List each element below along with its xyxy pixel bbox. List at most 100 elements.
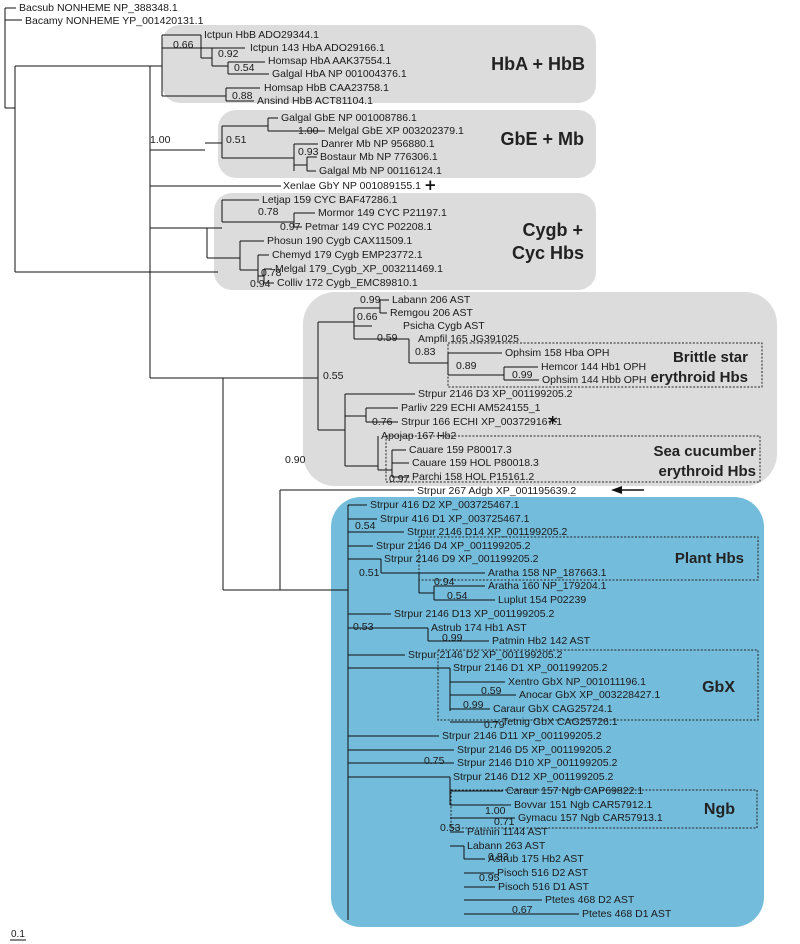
leaf-label: Patmin 1144 AST xyxy=(467,826,549,838)
leaf-label: Patmin Hb2 142 AST xyxy=(492,635,591,647)
group-labels: HbA + HbB GbE + Mb Cygb + Cyc Hbs Brittl… xyxy=(491,54,756,818)
leaf-label: Bostaur Mb NP 776306.1 xyxy=(320,151,438,163)
leaf-label: Homsap HbB CAA23758.1 xyxy=(264,82,389,94)
support-value: 0.94 xyxy=(250,278,271,290)
group-label-brittle-star: Brittle star xyxy=(673,349,748,366)
leaf-label: Galgal Mb NP 00116124.1 xyxy=(319,165,442,177)
leaf-label: Strpur 2146 D11 XP_001199205.2 xyxy=(442,730,602,742)
leaf-label: Parliv 229 ECHI AM524155_1 xyxy=(401,402,541,414)
blue-clade-box xyxy=(331,497,764,927)
gbx-box xyxy=(437,649,759,721)
leaf-label: Luplut 154 P02239 xyxy=(498,594,586,606)
support-value: 0.97 xyxy=(280,221,301,233)
support-value: 0.66 xyxy=(173,39,194,51)
leaf-label: Strpur 2146 D3 XP_001199205.2 xyxy=(418,388,573,400)
support-value: 1.00 xyxy=(298,125,319,137)
leaf-label: Pisoch 516 D2 AST xyxy=(497,867,589,879)
support-value: 0.97 xyxy=(389,473,410,485)
asterisk-marker: * xyxy=(548,413,558,434)
leaf-label: Petmar 149 CYC P02208.1 xyxy=(305,221,432,233)
leaf-label: Caraur GbX CAG25724.1 xyxy=(493,703,613,715)
leaf-label: Apojap 167 Hb2 xyxy=(381,430,456,442)
group-label-plant-hbs: Plant Hbs xyxy=(675,550,744,567)
group-label-sea-cucumber-2: erythroid Hbs xyxy=(658,463,756,480)
leaf-label: Chemyd 179 Cygb EMP23772.1 xyxy=(272,249,423,261)
leaf-label: Cauare 159 HOL P80018.3 xyxy=(412,457,539,469)
support-value: 0.51 xyxy=(226,134,247,146)
leaf-label: Hemcor 144 Hb1 OPH xyxy=(541,361,646,373)
leaf-label: Strpur 416 D2 XP_003725467.1 xyxy=(370,499,520,511)
leaf-label: Ansind HbB ACT81104.1 xyxy=(257,95,373,107)
leaf-labels: Bacsub NONHEME NP_388348.1 Bacamy NONHEM… xyxy=(19,2,672,920)
leaf-label: Strpur 2146 D5 XP_001199205.2 xyxy=(457,744,612,756)
leaf-label: Ictpun 143 HbA ADO29166.1 xyxy=(250,42,385,54)
leaf-label: Ampfil 165 JG391025 xyxy=(418,333,519,345)
leaf-label: Labann 263 AST xyxy=(467,840,546,852)
leaf-label: Xenlae GbY NP 001089155.1 xyxy=(283,180,421,192)
group-label-cyc-hbs: Cyc Hbs xyxy=(512,243,584,263)
group-label-hba-hbb: HbA + HbB xyxy=(491,54,585,74)
support-value: 0.93 xyxy=(298,146,319,158)
leaf-label: Strpur 166 ECHI XP_003729167.1 xyxy=(401,416,562,428)
leaf-label: Galgal GbE NP 001008786.1 xyxy=(281,112,417,124)
support-value: 0.55 xyxy=(323,370,344,382)
gbe-mb-box xyxy=(218,110,596,178)
support-value: 1.00 xyxy=(485,805,506,817)
leaf-label: Strpur 2146 D1 XP_001199205.2 xyxy=(453,662,608,674)
hba-hbb-box xyxy=(162,25,596,103)
sea-cucumber-box xyxy=(385,435,761,483)
leaf-label: Danrer Mb NP 956880.1 xyxy=(321,138,435,150)
group-label-ngb: Ngb xyxy=(704,801,735,818)
leaf-label: Anocar GbX XP_003228427.1 xyxy=(519,689,660,701)
leaf-label: Strpur 416 D1 XP_003725467.1 xyxy=(380,513,530,525)
support-value: 0.54 xyxy=(447,590,468,602)
support-value: 0.99 xyxy=(512,369,533,381)
leaf-label: Caraur 157 Ngb CAP69822.1 xyxy=(506,785,643,797)
support-value: 0.78 xyxy=(258,206,279,218)
support-value: 0.76 xyxy=(372,416,393,428)
leaf-label: Strpur 267 Adgb XP_001195639.2 xyxy=(417,485,576,497)
leaf-label: Strpur 2146 D12 XP_001199205.2 xyxy=(453,771,614,783)
arrow-left-icon xyxy=(611,486,644,494)
group-label-sea-cucumber: Sea cucumber xyxy=(653,443,756,460)
support-value: 0.59 xyxy=(481,685,502,697)
leaf-label: Ophsim 158 Hba OPH xyxy=(505,347,609,359)
leaf-label: Ptetes 468 D2 AST xyxy=(545,894,635,906)
support-value: 0.54 xyxy=(355,520,376,532)
leaf-label: Melgal 179_Cygb_XP_003211469.1 xyxy=(275,263,443,275)
leaf-label: Labann 206 AST xyxy=(392,294,471,306)
leaf-label: Tetnig GbX CAG25726.1 xyxy=(502,716,618,728)
leaf-label: Xentro GbX NP_001011196.1 xyxy=(508,676,646,688)
leaf-label: Mormor 149 CYC P21197.1 xyxy=(318,207,447,219)
support-value: 0.89 xyxy=(456,360,477,372)
leaf-label: Bovvar 151 Ngb CAR57912.1 xyxy=(514,799,652,811)
support-value: 0.54 xyxy=(234,62,255,74)
support-value: 0.99 xyxy=(463,699,484,711)
group-label-brittle-star-2: erythroid Hbs xyxy=(650,369,748,386)
support-values: 0.66 0.92 0.54 0.88 1.00 0.51 1.00 0.93 … xyxy=(150,39,533,916)
leaf-label: Strpur 2146 D13 XP_001199205.2 xyxy=(394,608,555,620)
tree-branches xyxy=(4,7,579,920)
support-value: 0.92 xyxy=(218,48,239,60)
leaf-label: Strpur 2146 D2 XP_001199205.2 xyxy=(408,649,563,661)
support-value: 0.88 xyxy=(232,90,253,102)
leaf-label: Aratha 158 NP_187663.1 xyxy=(488,567,607,579)
support-value: 0.83 xyxy=(488,851,509,863)
cygb-box xyxy=(214,193,596,290)
support-value: 0.53 xyxy=(353,621,374,633)
support-value: 0.51 xyxy=(359,567,380,579)
leaf-label: Strpur 2146 D9 XP_001199205.2 xyxy=(384,553,539,565)
scale-bar-label: 0.1 xyxy=(11,929,25,940)
group-backgrounds xyxy=(162,25,777,927)
scale-bar: 0.1 xyxy=(10,929,26,941)
leaf-label: Letjap 159 CYC BAF47286.1 xyxy=(262,194,398,206)
support-value: 0.75 xyxy=(424,755,445,767)
leaf-label: Astrub 174 Hb1 AST xyxy=(431,622,527,634)
brittle-star-box xyxy=(447,342,763,388)
support-value: 0.78 xyxy=(261,267,282,279)
leaf-label: Parchi 158 HOL P15161.2 xyxy=(412,471,534,483)
support-value: 0.95 xyxy=(479,872,500,884)
support-value: 0.94 xyxy=(434,576,455,588)
leaf-label: Cauare 159 P80017.3 xyxy=(409,444,512,456)
